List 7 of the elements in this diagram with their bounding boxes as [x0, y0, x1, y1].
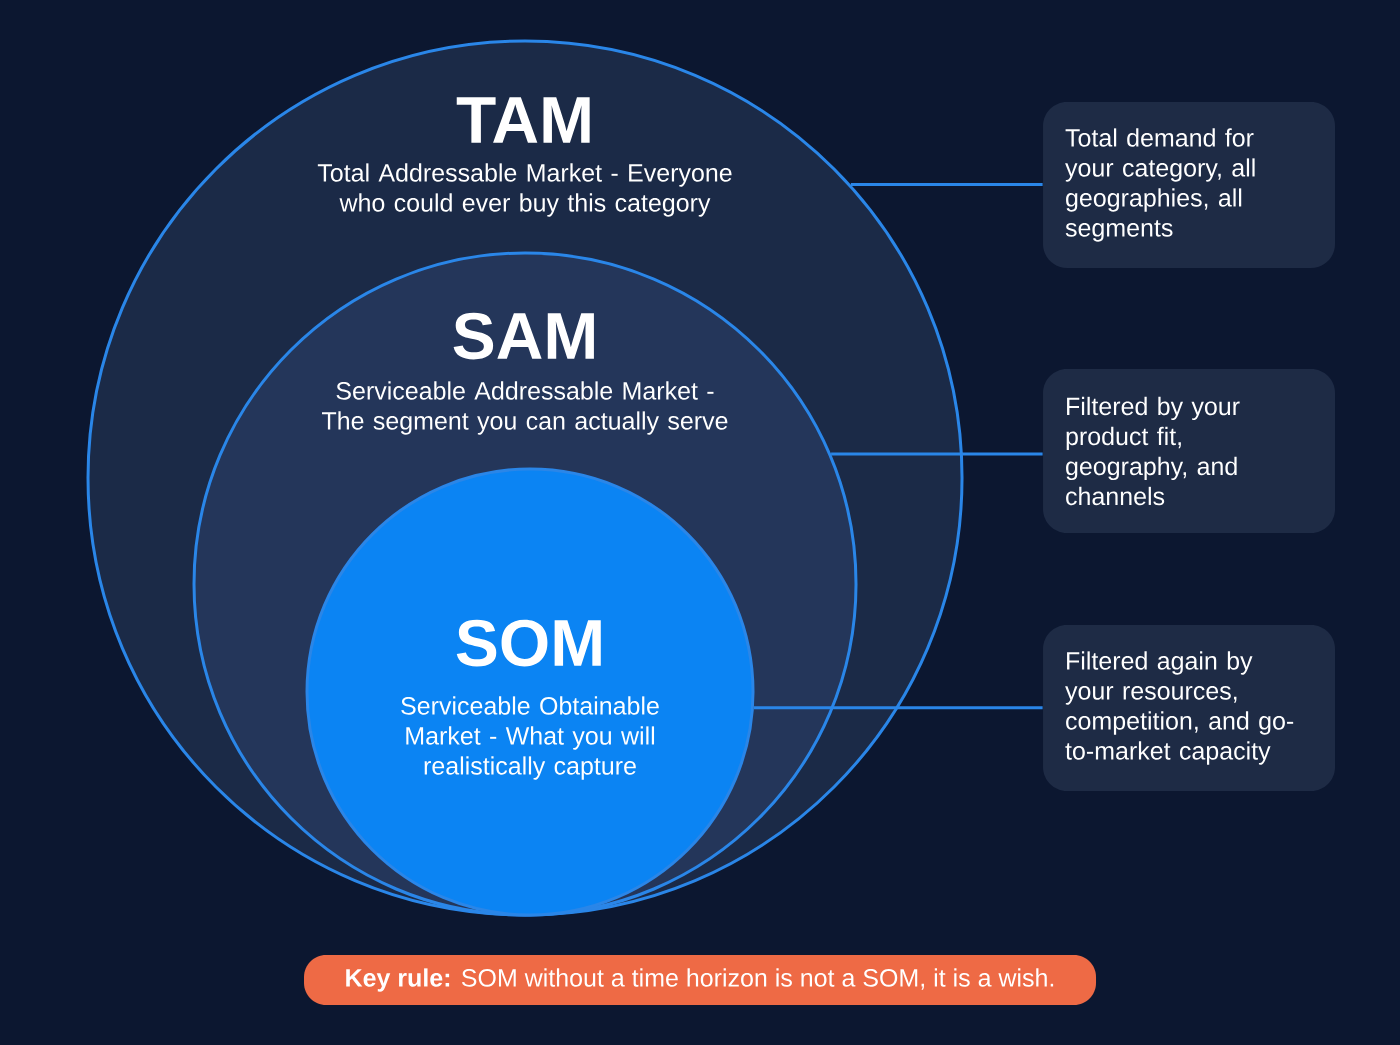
connector-line	[831, 452, 1043, 456]
connector-line	[850, 183, 1043, 187]
rule-banner: Key rule: SOM without a time horizon is not a SOM, it is a wish.	[304, 955, 1096, 1005]
description-box: Filtered by your product fit, geography, and channels	[1043, 369, 1335, 533]
description-box: Total demand for your category, all geographies, all segments	[1043, 102, 1335, 268]
connector-line	[753, 706, 1043, 710]
description-box: Filtered again by your resources, competition, and go-to-market capacity	[1043, 625, 1335, 791]
